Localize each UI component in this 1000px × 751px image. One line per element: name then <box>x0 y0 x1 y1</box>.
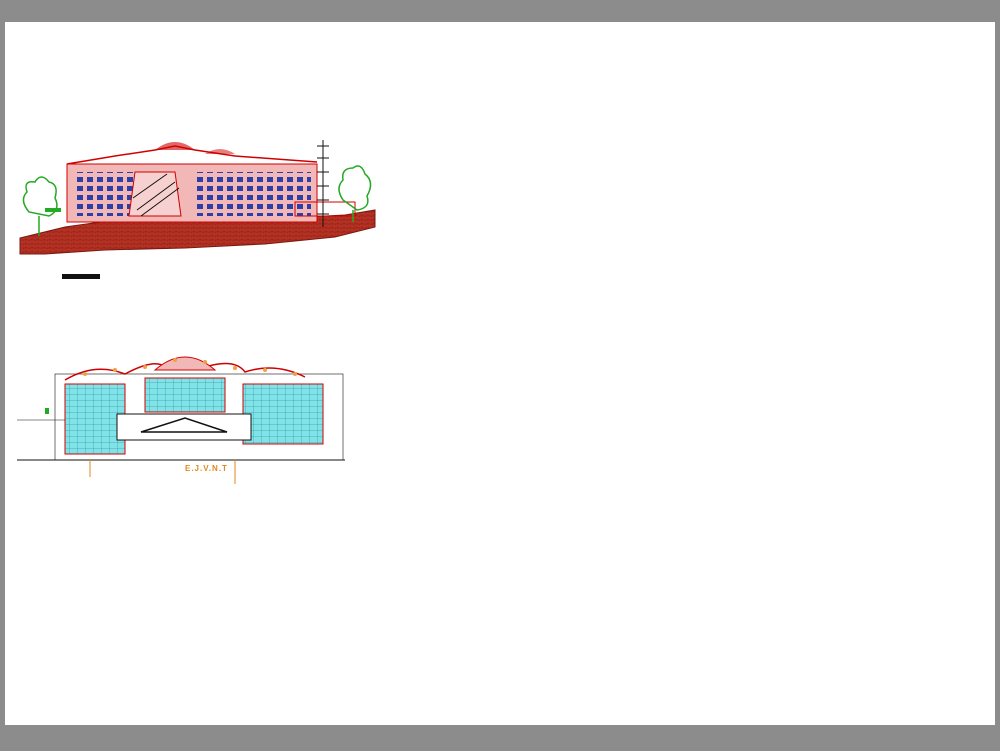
cad-drawing <box>17 140 376 484</box>
tree-icon <box>338 165 372 222</box>
elevation-caption <box>62 274 100 279</box>
drawing-sheet: E.J.V.N.T <box>5 22 995 725</box>
tree-icon <box>22 176 58 236</box>
side-elevation <box>17 356 345 484</box>
front-elevation <box>19 140 376 255</box>
elevation-tag: E.J.V.N.T <box>185 464 228 473</box>
